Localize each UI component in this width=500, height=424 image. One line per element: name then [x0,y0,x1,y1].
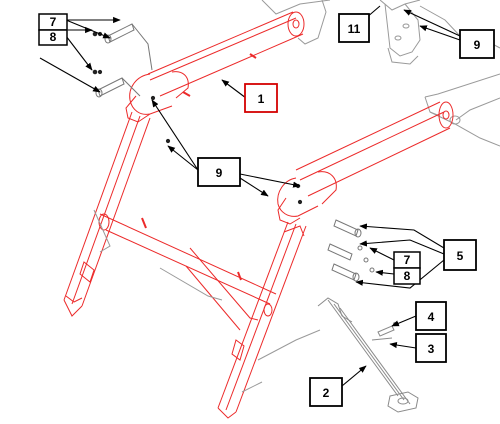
callout-8-upper-left-label: 8 [50,30,57,44]
callout-11: 11 [338,13,370,43]
callout-2-label: 2 [323,386,330,400]
pin-hardware-upper-left [95,23,153,98]
callout-9-upper-right: 9 [459,29,495,59]
callout-9-center-label: 9 [216,166,223,180]
callout-3: 3 [415,333,447,363]
callout-2: 2 [309,377,343,407]
main-frame [63,11,454,419]
callout-leaders [39,5,461,387]
callout-11-label: 11 [348,22,361,36]
frame-lower-outline [93,209,321,393]
callout-7-right: 7 [393,251,421,269]
adjacent-assembly-right [424,73,500,147]
callout-8-right: 8 [393,267,421,285]
callout-8-right-label: 8 [404,269,411,283]
adjacent-assembly-top [261,0,500,65]
callout-5-label: 5 [457,249,464,263]
callout-9-upper-right-label: 9 [474,38,481,52]
callout-7-upper-left: 7 [38,13,68,31]
callout-7-right-label: 7 [404,253,411,267]
callout-5: 5 [443,239,477,271]
callout-9-center: 9 [197,157,241,187]
support-strut-part-2 [317,297,419,413]
callout-1-label: 1 [258,92,265,106]
callout-7-upper-left-label: 7 [50,15,57,29]
callout-1: 1 [244,83,278,113]
callout-4-label: 4 [428,310,435,324]
callout-8-upper-left: 8 [38,29,68,46]
callout-3-label: 3 [428,342,435,356]
pin-hardware-right [327,219,375,282]
callout-4: 4 [415,301,447,331]
